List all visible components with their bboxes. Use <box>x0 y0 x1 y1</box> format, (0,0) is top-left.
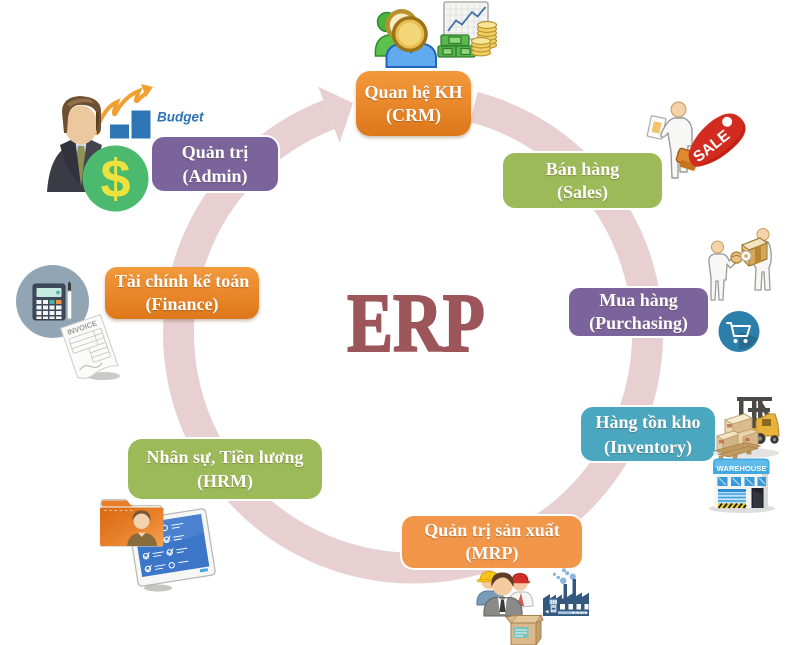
svg-text:$: $ <box>100 149 130 209</box>
svg-text:WAREHOUSE: WAREHOUSE <box>717 464 767 473</box>
svg-text:Budget: Budget <box>157 110 204 125</box>
